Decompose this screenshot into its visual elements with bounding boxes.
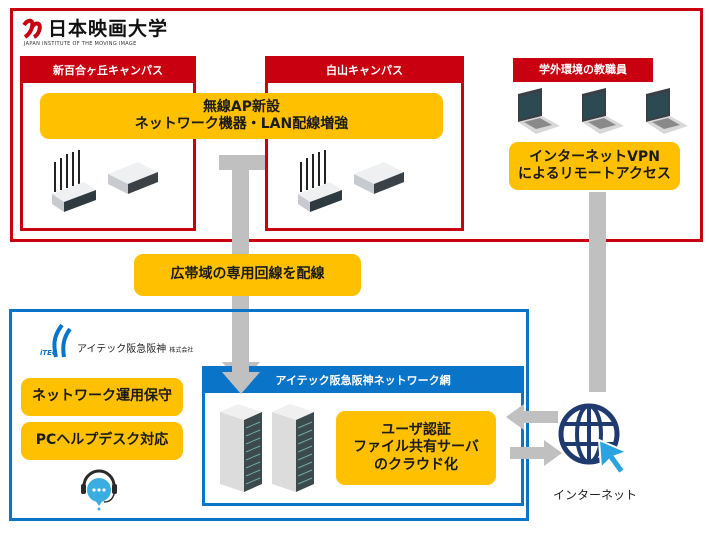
wifi-router-icon — [52, 150, 96, 212]
university-subtitle: JAPAN INSTITUTE OF THE MOVING IMAGE — [24, 41, 137, 47]
university-frame — [10, 8, 703, 242]
box-line: ファイル共有サーバ — [353, 439, 479, 456]
vendor-name-text: アイテック阪急阪神 — [77, 344, 167, 355]
connector-line — [232, 366, 249, 376]
dedicated-line-box: 広帯域の専用回線を配線 — [134, 254, 361, 296]
cursor-icon — [597, 438, 630, 476]
pc-helpdesk-box: PCヘルプデスク対応 — [21, 422, 183, 460]
cloud-migration-box: ユーザ認証 ファイル共有サーバ のクラウド化 — [336, 411, 496, 485]
vendor-suffix: 株式会社 — [169, 347, 194, 354]
network-devices-campus-a — [52, 150, 158, 212]
arrow-down-icon — [222, 372, 260, 394]
internet-label: インターネット — [553, 488, 638, 502]
arrow-right-icon — [510, 440, 562, 466]
campus-label: 白山キャンパス — [268, 59, 461, 83]
laptop-icon — [518, 88, 560, 134]
wireless-ap-box: 無線AP新設 ネットワーク機器・LAN配線増強 — [40, 93, 443, 139]
laptop-icon — [582, 88, 624, 134]
box-line: 無線AP新設 — [202, 98, 281, 115]
university-logo: 日本映画大学 — [22, 14, 168, 41]
box-line: のクラウド化 — [374, 456, 458, 473]
campus-shinyurigaoka: 新百合ヶ丘キャンパス — [20, 56, 196, 231]
box-line: ユーザ認証 — [381, 421, 451, 438]
server-rack-icon — [272, 404, 314, 492]
network-devices-campus-b — [298, 150, 404, 212]
vendor-logo-mark-icon: iTEC — [40, 323, 72, 358]
box-line: インターネットVPN — [529, 148, 660, 165]
network-ops-box: ネットワーク運用保守 — [21, 378, 183, 416]
vpn-connector-line — [589, 192, 606, 392]
network-switch-icon — [354, 162, 404, 194]
laptops-group — [518, 88, 688, 134]
university-name: 日本映画大学 — [48, 18, 169, 40]
laptop-icon — [646, 88, 688, 134]
svg-text:iTEC: iTEC — [40, 349, 58, 357]
university-logo-mark-icon — [22, 18, 42, 39]
vendor-name: アイテック阪急阪神株式会社 — [77, 340, 193, 355]
headset-support-icon — [81, 469, 117, 511]
servers-group — [220, 404, 314, 492]
arrow-left-icon — [506, 404, 558, 430]
remote-staff-label: 学外環境の教職員 — [513, 58, 653, 82]
wifi-router-icon — [298, 150, 342, 212]
box-line: ネットワーク機器・LAN配線増強 — [134, 116, 349, 132]
internet-globe-icon — [558, 403, 630, 476]
network-switch-icon — [108, 162, 158, 194]
vpn-box: インターネットVPN によるリモートアクセス — [509, 142, 680, 190]
server-rack-icon — [220, 404, 262, 492]
box-line: によるリモートアクセス — [518, 166, 671, 182]
campus-label: 新百合ヶ丘キャンパス — [23, 59, 193, 83]
